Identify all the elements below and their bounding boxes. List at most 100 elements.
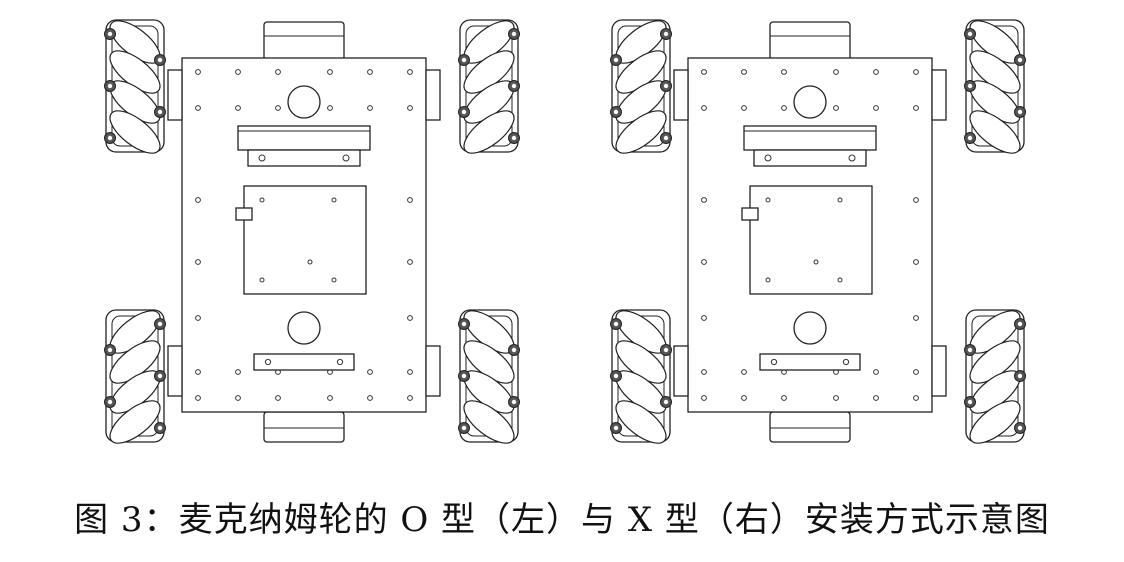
roller-cap-center bbox=[663, 83, 669, 89]
roller-cap-center bbox=[461, 373, 467, 379]
motor-bracket bbox=[167, 69, 183, 121]
mecanum-wheel bbox=[458, 309, 520, 444]
roller-cap-center bbox=[1017, 425, 1023, 431]
mecanum-wheel bbox=[458, 19, 520, 154]
mount-hole bbox=[873, 369, 879, 375]
motor-bracket bbox=[673, 345, 689, 397]
roller-cap-center bbox=[511, 31, 517, 37]
cable-cutout bbox=[793, 311, 827, 345]
mount-hole bbox=[741, 369, 747, 375]
mount-hole bbox=[342, 154, 350, 162]
roller-cap-center bbox=[1017, 57, 1023, 63]
mecanum-o-x-diagram bbox=[104, 19, 1026, 444]
mecanum-wheel bbox=[964, 19, 1026, 154]
mount-hole bbox=[327, 105, 333, 111]
mount-hole bbox=[331, 277, 337, 283]
roller-cap-center bbox=[967, 399, 973, 405]
mount-hole bbox=[701, 259, 707, 265]
roller-cap-center bbox=[107, 399, 113, 405]
mount-hole bbox=[259, 277, 265, 283]
control-board bbox=[243, 185, 367, 295]
roller-cap-center bbox=[107, 347, 113, 353]
roller-cap-center bbox=[663, 31, 669, 37]
mount-hole bbox=[259, 197, 265, 203]
control-board bbox=[749, 185, 873, 295]
mount-hole bbox=[913, 259, 919, 265]
roller-cap-center bbox=[461, 321, 467, 327]
roller-cap-center bbox=[663, 135, 669, 141]
front-motor-block bbox=[769, 21, 851, 61]
cable-cutout bbox=[287, 85, 321, 119]
mount-hole bbox=[741, 69, 747, 75]
mount-hole bbox=[833, 105, 839, 111]
rear-bracket bbox=[759, 353, 861, 371]
roller-cap-center bbox=[613, 373, 619, 379]
rear-motor-block bbox=[263, 411, 345, 443]
mount-hole bbox=[407, 369, 413, 375]
mount-hole bbox=[781, 395, 787, 401]
roller-cap-center bbox=[1017, 321, 1023, 327]
mecanum-configuration bbox=[104, 19, 520, 444]
mount-hole bbox=[913, 315, 919, 321]
mount-hole bbox=[873, 395, 879, 401]
mount-hole bbox=[195, 69, 201, 75]
mount-hole bbox=[873, 69, 879, 75]
roller-cap-center bbox=[613, 109, 619, 115]
mount-hole bbox=[264, 358, 272, 366]
roller-cap-center bbox=[107, 83, 113, 89]
mount-hole bbox=[235, 395, 241, 401]
roller-cap-center bbox=[511, 83, 517, 89]
mount-hole bbox=[407, 69, 413, 75]
roller-cap-center bbox=[663, 347, 669, 353]
mount-hole bbox=[307, 259, 313, 265]
mount-hole bbox=[913, 369, 919, 375]
rear-bracket bbox=[253, 353, 355, 371]
mecanum-wheel bbox=[610, 19, 672, 154]
sensor-bracket bbox=[237, 125, 371, 151]
mount-hole bbox=[367, 69, 373, 75]
mount-hole bbox=[195, 315, 201, 321]
mount-hole bbox=[913, 197, 919, 203]
mount-hole bbox=[741, 105, 747, 111]
mount-hole bbox=[235, 369, 241, 375]
mount-hole bbox=[235, 105, 241, 111]
roller-cap-center bbox=[157, 109, 163, 115]
mount-hole bbox=[701, 369, 707, 375]
mount-hole bbox=[701, 395, 707, 401]
roller-cap-center bbox=[461, 57, 467, 63]
motor-bracket bbox=[931, 69, 947, 121]
mount-hole bbox=[701, 69, 707, 75]
mount-hole bbox=[741, 395, 747, 401]
mecanum-wheel bbox=[610, 309, 672, 444]
roller bbox=[463, 400, 515, 444]
mount-hole bbox=[837, 197, 843, 203]
roller-cap-center bbox=[511, 399, 517, 405]
roller-cap-center bbox=[967, 347, 973, 353]
roller-cap-center bbox=[967, 83, 973, 89]
mount-hole bbox=[701, 315, 707, 321]
mount-hole bbox=[701, 105, 707, 111]
mount-hole bbox=[275, 69, 281, 75]
roller bbox=[109, 110, 161, 154]
board-connector bbox=[235, 207, 253, 221]
roller-cap-center bbox=[613, 425, 619, 431]
mount-hole bbox=[913, 105, 919, 111]
mount-hole bbox=[336, 358, 344, 366]
mecanum-configuration bbox=[610, 19, 1026, 444]
mount-hole bbox=[235, 69, 241, 75]
roller-cap-center bbox=[663, 399, 669, 405]
mount-hole bbox=[873, 105, 879, 111]
board-connector bbox=[741, 207, 759, 221]
mecanum-wheel bbox=[104, 19, 166, 154]
mount-hole bbox=[367, 105, 373, 111]
mount-hole bbox=[327, 69, 333, 75]
mount-hole bbox=[770, 358, 778, 366]
mount-hole bbox=[258, 154, 266, 162]
mount-hole bbox=[781, 69, 787, 75]
roller-cap-center bbox=[461, 425, 467, 431]
mount-hole bbox=[195, 105, 201, 111]
mount-hole bbox=[765, 277, 771, 283]
mount-hole bbox=[833, 395, 839, 401]
mount-hole bbox=[833, 69, 839, 75]
roller-cap-center bbox=[1017, 373, 1023, 379]
